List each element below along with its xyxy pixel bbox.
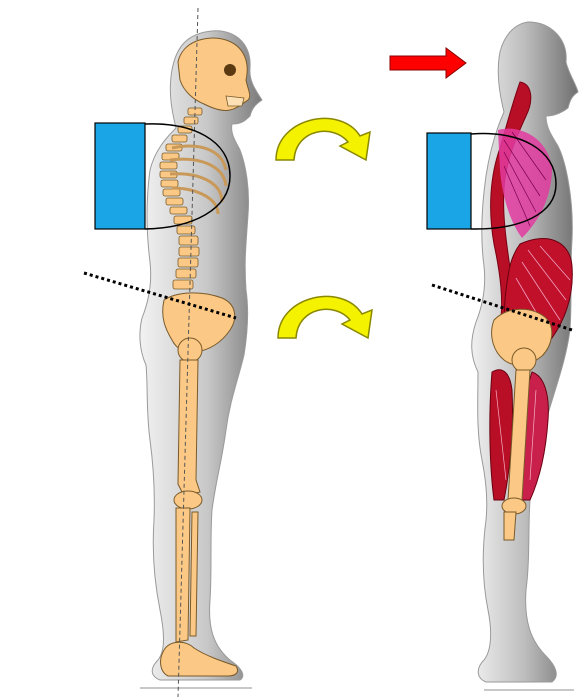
clockwise-arrow-icon bbox=[276, 118, 370, 160]
muscle-figure bbox=[427, 22, 578, 690]
backpack-left bbox=[95, 123, 145, 229]
hip-joint bbox=[178, 338, 202, 362]
right-tibia bbox=[504, 512, 516, 540]
right-arrow-icon bbox=[390, 48, 466, 78]
jaw bbox=[226, 96, 244, 106]
backpack-right bbox=[427, 133, 471, 229]
eye-socket bbox=[224, 64, 236, 76]
skeleton-figure bbox=[84, 8, 262, 697]
fibula bbox=[190, 512, 198, 636]
knee bbox=[174, 491, 202, 509]
right-hip-joint bbox=[512, 348, 536, 372]
clockwise-arrow-icon bbox=[278, 296, 372, 338]
